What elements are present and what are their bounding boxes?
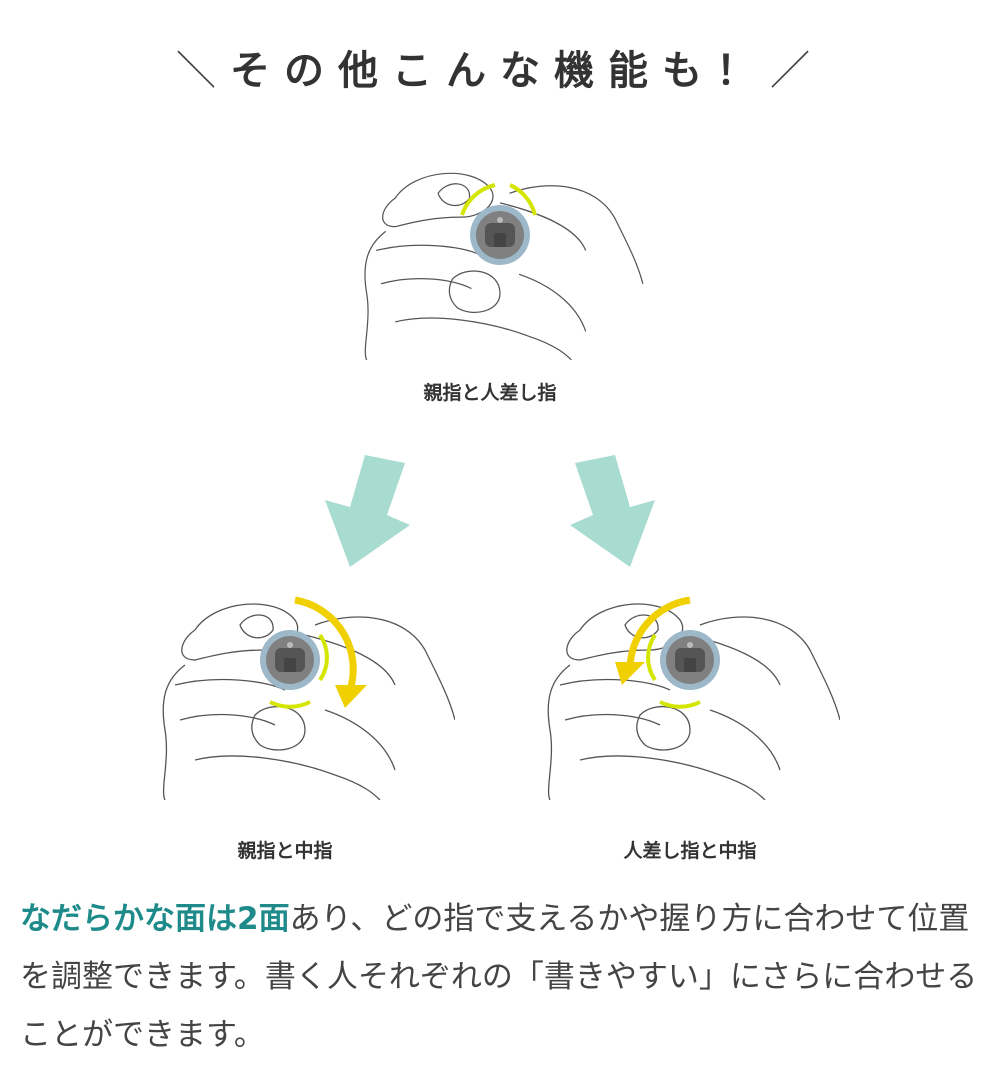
illustration-thumb-middle (162, 596, 455, 800)
caption-thumb-index: 親指と人差し指 (423, 382, 557, 404)
lime-arc (318, 633, 329, 682)
illustration-index-middle (547, 596, 840, 800)
arrowhead (335, 685, 367, 708)
page-title: ＼その他こんな機能も！／ (0, 38, 1000, 96)
dial-icon (470, 205, 530, 265)
lime-arc (509, 183, 537, 216)
dial-icon (660, 630, 720, 690)
illustration-thumb-index (364, 172, 644, 360)
arrowhead (615, 662, 645, 685)
title-left-mark: ＼ (176, 48, 230, 94)
body-text: あり、どの指で支えるかや握り方に合わせて位置を調整できます。書く人それぞれの「書… (20, 901, 978, 1053)
highlight-text: なだらかな面は2面 (20, 901, 290, 937)
lime-arc (659, 700, 701, 709)
arrow-down-right-icon (570, 455, 655, 567)
yellow-rotation-arrow (626, 596, 691, 671)
lime-arc (646, 633, 657, 682)
description-paragraph: なだらかな面は2面あり、どの指で支えるかや握り方に合わせて位置を調整できます。書… (20, 890, 980, 1064)
yellow-rotation-arrow (294, 596, 357, 692)
caption-index-middle: 人差し指と中指 (623, 840, 757, 862)
hand-drawing (364, 172, 644, 360)
caption-thumb-middle: 親指と中指 (237, 840, 333, 862)
title-text: その他こんな機能も！ (230, 48, 770, 94)
dial-icon (260, 630, 320, 690)
title-right-mark: ／ (770, 48, 824, 94)
lime-arc (460, 183, 496, 216)
arrow-down-left-icon (325, 455, 410, 567)
lime-arc (269, 700, 311, 709)
